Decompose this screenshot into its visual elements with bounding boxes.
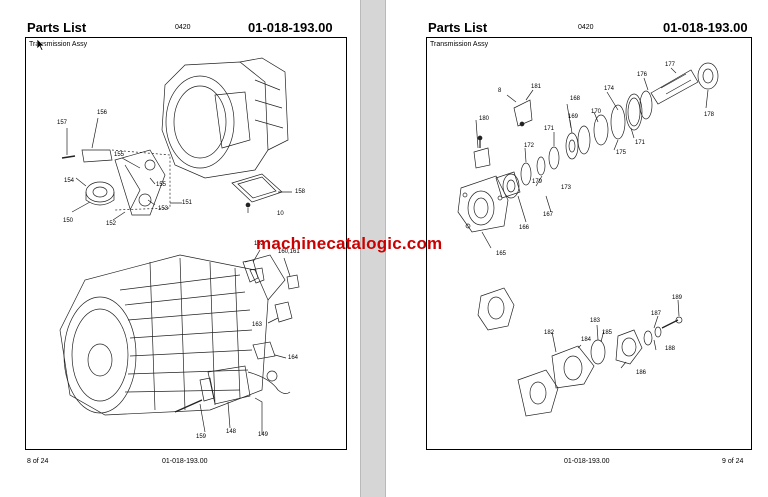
callout: 10 — [277, 211, 284, 217]
callout: 157 — [57, 120, 68, 126]
callout: 152 — [106, 221, 117, 227]
callout: 184 — [581, 337, 592, 343]
callout: 171 — [544, 126, 555, 132]
bearing-178 — [697, 62, 719, 90]
callout: 185 — [602, 330, 613, 336]
callout: 162 — [254, 241, 265, 247]
callout: 164 — [288, 355, 299, 361]
bearing-166 — [502, 173, 520, 199]
housing-view-lower — [517, 369, 559, 417]
callout: 159 — [196, 434, 207, 440]
callout: 169 — [568, 114, 579, 120]
callout: 170 — [591, 109, 602, 115]
footer-part-number: 01-018-193.00 — [564, 458, 610, 465]
section-code: 0420 — [578, 24, 594, 31]
assembly-name: Transmission Assy — [29, 41, 88, 48]
part-number: 01-018-193.00 — [248, 20, 333, 35]
release-bearing — [85, 181, 115, 203]
callout: 177 — [665, 62, 676, 68]
callout: 189 — [672, 295, 683, 301]
transmission-case — [59, 254, 269, 416]
shift-actuator — [207, 365, 251, 405]
callout: 150 — [63, 218, 74, 224]
footer-part-number: 01-018-193.00 — [162, 458, 208, 465]
left-page: Parts List 0420 01-018-193.00 Transmissi… — [0, 0, 360, 497]
callout: 187 — [651, 311, 662, 317]
callout: 8 — [498, 88, 502, 94]
callout: 168 — [570, 96, 581, 102]
callout: 149 — [258, 432, 269, 438]
callout: 186 — [636, 370, 647, 376]
callout: 179 — [532, 179, 543, 185]
gear-169 — [565, 132, 579, 160]
housing-view-upper — [477, 287, 515, 331]
assembly-name: Transmission Assy — [430, 41, 489, 48]
callout: 154 — [64, 178, 75, 184]
exploded-diagram-left — [59, 57, 300, 434]
callout: 183 — [590, 318, 601, 324]
output-shaft — [650, 69, 699, 105]
footer-page: 8 of 24 — [27, 458, 49, 465]
page-title: Parts List — [27, 20, 87, 35]
callout: 163 — [252, 322, 263, 328]
callout: 175 — [616, 150, 627, 156]
callout: 172 — [524, 143, 535, 149]
watermark: machinecatalogic.com — [256, 234, 443, 253]
callout: 182 — [544, 330, 555, 336]
housing-165 — [457, 175, 509, 233]
diagram-frame — [426, 37, 752, 450]
callout: 151 — [182, 200, 193, 206]
diagram-frame — [25, 37, 347, 450]
footer-page: 9 of 24 — [722, 458, 744, 465]
callout: 155 — [156, 182, 167, 188]
callout: 181 — [531, 84, 542, 90]
bracket-181 — [513, 99, 533, 127]
callout: 165 — [496, 251, 507, 257]
callout: 148 — [226, 429, 237, 435]
callout: 173 — [561, 185, 572, 191]
front-housing — [63, 296, 137, 414]
release-fork — [114, 149, 166, 216]
callout: 167 — [543, 212, 554, 218]
callout: 166 — [519, 225, 530, 231]
flange-186 — [615, 329, 643, 365]
seal-185 — [590, 339, 606, 365]
book-gutter — [360, 0, 386, 497]
callout: 174 — [604, 86, 615, 92]
switch-162 — [242, 259, 259, 283]
callout: 188 — [665, 346, 676, 352]
part-number: 01-018-193.00 — [663, 20, 748, 35]
page-title: Parts List — [428, 20, 488, 35]
callout: 171 — [635, 140, 646, 146]
exploded-diagram-right — [457, 62, 719, 417]
callout: 176 — [637, 72, 648, 78]
right-page: Parts List 0420 01-018-193.00 Transmissi… — [386, 0, 768, 497]
bell-housing-opening — [165, 75, 235, 169]
callout: 160,161 — [278, 249, 300, 255]
callout: 180 — [479, 116, 490, 122]
callout: 155 — [114, 152, 125, 158]
bracket-156 — [81, 149, 113, 163]
section-code: 0420 — [175, 24, 191, 31]
cover-183 — [551, 345, 595, 389]
callout: 158 — [295, 189, 306, 195]
ring-174 — [625, 93, 643, 131]
mouse-cursor-icon — [36, 38, 46, 51]
bell-housing — [161, 61, 269, 179]
sensor-180 — [473, 147, 491, 169]
callout: 153 — [158, 206, 169, 212]
callout: 156 — [97, 110, 108, 116]
callout: 178 — [704, 112, 715, 118]
